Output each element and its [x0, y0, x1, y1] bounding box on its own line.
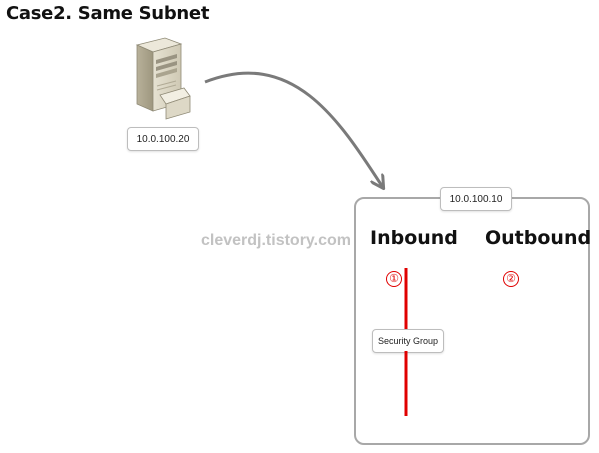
target-instance-box: [354, 197, 590, 445]
target-ip-label: 10.0.100.10: [440, 187, 512, 211]
watermark: cleverdj.tistory.com: [201, 232, 351, 249]
source-ip-label: 10.0.100.20: [127, 127, 199, 151]
outbound-label: Outbound: [485, 227, 592, 249]
connection-arrow: [204, 71, 382, 186]
security-group-box: Security Group: [372, 329, 444, 353]
page-title: Case2. Same Subnet: [6, 3, 210, 24]
server-icon: [135, 37, 191, 120]
step-2-marker: ②: [503, 271, 519, 287]
step-1-marker: ①: [386, 271, 402, 287]
inbound-label: Inbound: [370, 227, 458, 249]
